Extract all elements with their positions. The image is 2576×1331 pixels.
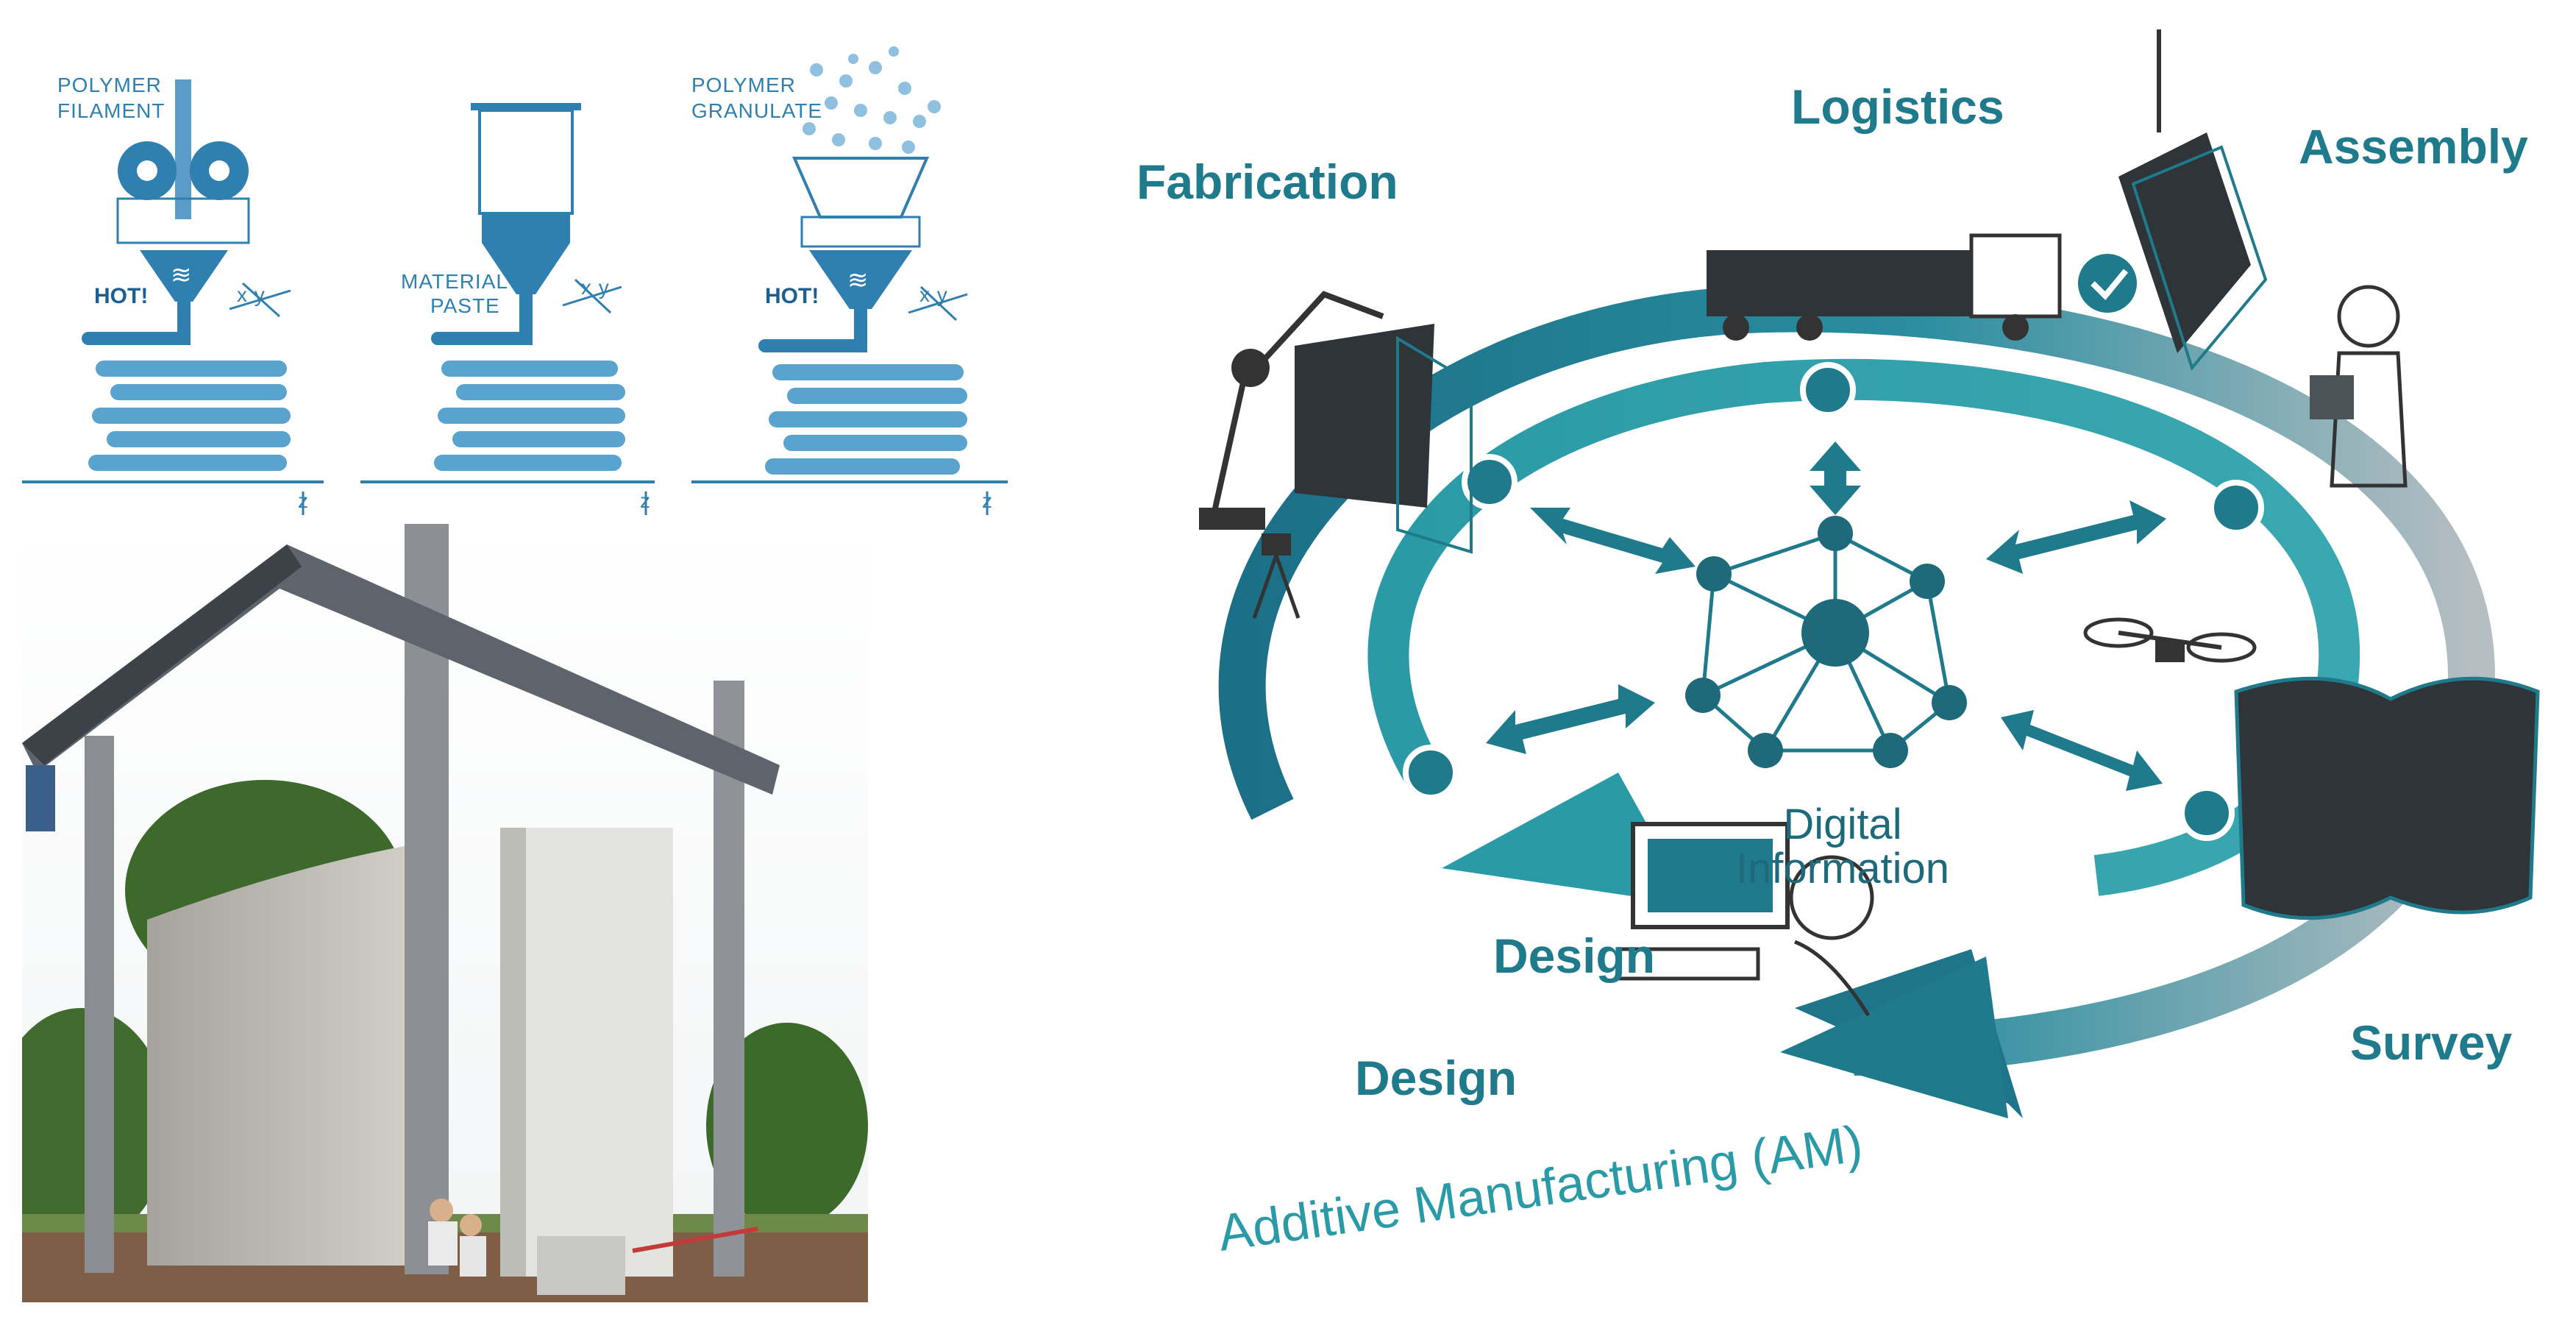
- screw-housing: [800, 216, 921, 248]
- am-label: Additive Manufacturing (AM): [1214, 1115, 1865, 1262]
- fabrication-label: Fabrication: [1136, 155, 1398, 209]
- gantry-upright-left: [85, 736, 114, 1273]
- gear-hub-right: [209, 160, 230, 181]
- center-label-line2: Information: [1736, 845, 1949, 892]
- design-outer-label: Design: [1355, 1051, 1517, 1105]
- center-label-line1: Digital: [1783, 801, 1901, 848]
- am-cycle-diagram: Logistics Fabrication Assembly Design De…: [1030, 0, 2576, 1331]
- inner-ring-arrowhead: [1442, 773, 1692, 905]
- design-workstation-icon: [1616, 822, 1874, 1017]
- extrusion-methods-panel: POLYMER FILAMENT ≋ HOT! x y: [0, 0, 1022, 515]
- method-1-label-line2: FILAMENT: [57, 99, 165, 122]
- outer-arrow-tip: [1780, 956, 2008, 1118]
- granulate-particles-icon: [803, 46, 941, 154]
- equipment-box: [537, 1236, 625, 1295]
- survey-label: Survey: [2350, 1015, 2512, 1070]
- printed-building: [500, 828, 673, 1277]
- fabrication-robot-icon: [1199, 291, 1473, 554]
- extrusion-diagram: POLYMER FILAMENT ≋ HOT! x y: [22, 46, 1008, 515]
- plunger-top: [471, 103, 581, 110]
- printed-layers-2: [434, 361, 625, 471]
- barrier-tape: [632, 1227, 758, 1253]
- printed-layers-3: [765, 364, 967, 475]
- gantry-printer-illustration: [22, 522, 868, 1302]
- ring-node-lower-right: [2179, 785, 2235, 841]
- logistics-label: Logistics: [1791, 79, 2004, 134]
- gear-hub-left: [137, 160, 157, 181]
- worker-2: [460, 1214, 482, 1236]
- heat-icon: ≋: [171, 260, 192, 290]
- hopper: [791, 157, 930, 219]
- ring-nodes: [1403, 362, 2264, 841]
- printed-layers-1: [88, 361, 291, 471]
- ring-node-upper-left: [1462, 454, 1518, 510]
- method-2-label-line2: PASTE: [430, 294, 500, 317]
- info-exchange-arrows: [1486, 441, 2166, 791]
- double-arrow-top: [1810, 441, 1861, 515]
- method-3-label-line1: POLYMER: [691, 74, 796, 96]
- cycle-svg: Logistics Fabrication Assembly Design De…: [1136, 29, 2540, 1262]
- method-1-label-line1: POLYMER: [57, 74, 162, 96]
- assembly-crane-panel-icon: [2118, 29, 2268, 372]
- axis-y-3: [919, 285, 958, 322]
- assembly-worker-icon: [2310, 285, 2408, 488]
- assembly-label: Assembly: [2299, 119, 2528, 174]
- filament-extruder: POLYMER FILAMENT ≋ HOT! x y: [57, 74, 308, 515]
- hot-nozzle: [140, 250, 228, 302]
- worker-2-body: [460, 1236, 486, 1277]
- double-arrow-lower-right: [2001, 710, 2163, 791]
- extruded-bead-1: [82, 295, 191, 345]
- gantry-printer-photo: [22, 522, 868, 1302]
- building-shadow: [500, 828, 526, 1277]
- survey-drone-icon: [2083, 617, 2257, 663]
- network-nodes: [1685, 516, 1967, 768]
- syringe-barrel: [478, 109, 574, 215]
- print-head: [26, 765, 55, 831]
- method-3-label-line2: GRANULATE: [691, 99, 822, 122]
- axis-y-2: [574, 278, 612, 314]
- ring-node-top: [1800, 362, 1856, 418]
- survey-building-icon: [2234, 676, 2540, 920]
- double-arrow-upper-left: [1530, 508, 1696, 574]
- design-inner-label: Design: [1493, 929, 1655, 983]
- ring-node-lower-left: [1403, 745, 1459, 801]
- granulate-extruder: POLYMER GRANULATE ≋ HOT! x y: [691, 46, 992, 515]
- logistics-truck-icon: [1707, 233, 2137, 341]
- double-arrow-lower-left: [1486, 684, 1655, 754]
- extruder-housing: [116, 197, 250, 244]
- heat-icon-2: ≋: [847, 266, 869, 295]
- paste-nozzle: [482, 243, 570, 294]
- paste-extruder: MATERIAL PASTE x y z: [401, 103, 650, 515]
- granulate-nozzle: [809, 250, 912, 309]
- method-3-heat-label: HOT!: [765, 284, 819, 308]
- tree-canopy-3: [706, 1023, 868, 1229]
- axis-y-1: [241, 282, 281, 318]
- filament-strand: [175, 79, 191, 219]
- ring-node-upper-right: [2208, 480, 2264, 536]
- extruded-bead-2: [431, 288, 533, 345]
- gantry-beam-shadow: [22, 544, 302, 765]
- worker-1-body: [428, 1221, 458, 1266]
- double-arrow-upper-right: [1986, 500, 2166, 574]
- printed-curved-wall: [147, 846, 405, 1266]
- paste-reservoir: [482, 213, 570, 243]
- worker-1: [430, 1199, 453, 1222]
- tripod-scanner-icon: [1252, 533, 1301, 619]
- method-2-label-line1: MATERIAL: [401, 270, 508, 293]
- extruded-bead-3: [758, 302, 867, 352]
- method-1-heat-label: HOT!: [94, 284, 148, 308]
